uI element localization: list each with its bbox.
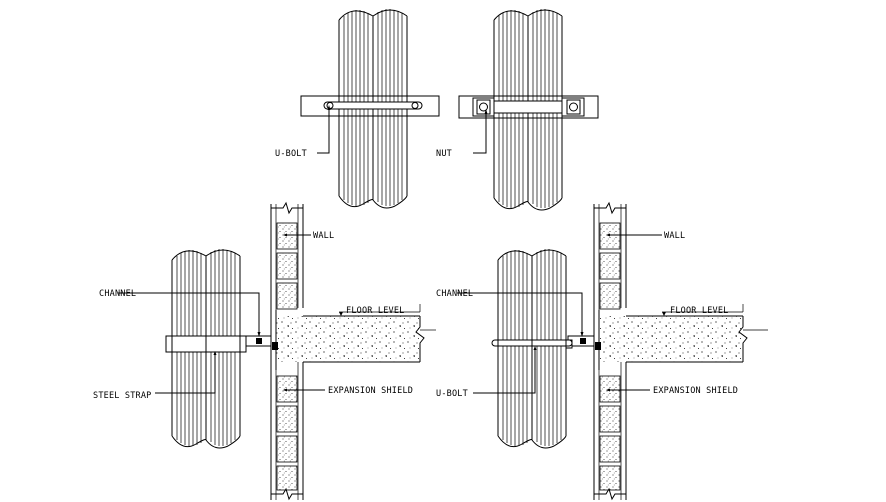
- left-wall-assembly: FLOOR LEVEL: [93, 201, 436, 501]
- top-left-pipe-assembly: U-BOLT: [275, 8, 440, 209]
- channel-label: CHANNEL: [99, 289, 136, 299]
- nut-label: NUT: [436, 149, 452, 159]
- steel-strap-label: STEEL STRAP: [93, 391, 152, 401]
- u-bolt-leader: [317, 110, 330, 154]
- u-bolt-label: U-BOLT: [275, 149, 307, 159]
- steel-strap-leader: [155, 355, 216, 394]
- strap-band: [493, 100, 563, 114]
- pipe-bundle: [497, 249, 567, 449]
- u-bolt: [323, 101, 423, 110]
- floor-slab: [598, 310, 768, 370]
- wall-label: WALL: [313, 231, 334, 241]
- floor-level-marker: [339, 304, 421, 316]
- u-bolt: [491, 339, 573, 347]
- steel-strap: [165, 335, 247, 353]
- top-right-pipe-assembly: NUT: [436, 8, 599, 211]
- expansion-shield-label: EXPANSION SHIELD: [653, 386, 738, 396]
- u-bolt-label: U-BOLT: [436, 389, 468, 399]
- right-wall-assembly: FLOOR LEVEL: [436, 201, 768, 501]
- floor-level-marker: [662, 304, 744, 316]
- floor-level-label: FLOOR LEVEL: [346, 306, 405, 316]
- expansion-shield-label: EXPANSION SHIELD: [328, 386, 413, 396]
- floor-level-label: FLOOR LEVEL: [670, 306, 729, 316]
- nut-leader: [473, 114, 487, 154]
- floor-slab: [275, 310, 436, 370]
- wall-label: WALL: [664, 231, 685, 241]
- nut-right: [566, 99, 581, 115]
- channel-leader: [118, 292, 260, 332]
- channel-label: CHANNEL: [436, 289, 473, 299]
- nut-left: [476, 99, 491, 115]
- u-bolt-leader: [473, 350, 536, 394]
- channel-leader: [457, 292, 583, 332]
